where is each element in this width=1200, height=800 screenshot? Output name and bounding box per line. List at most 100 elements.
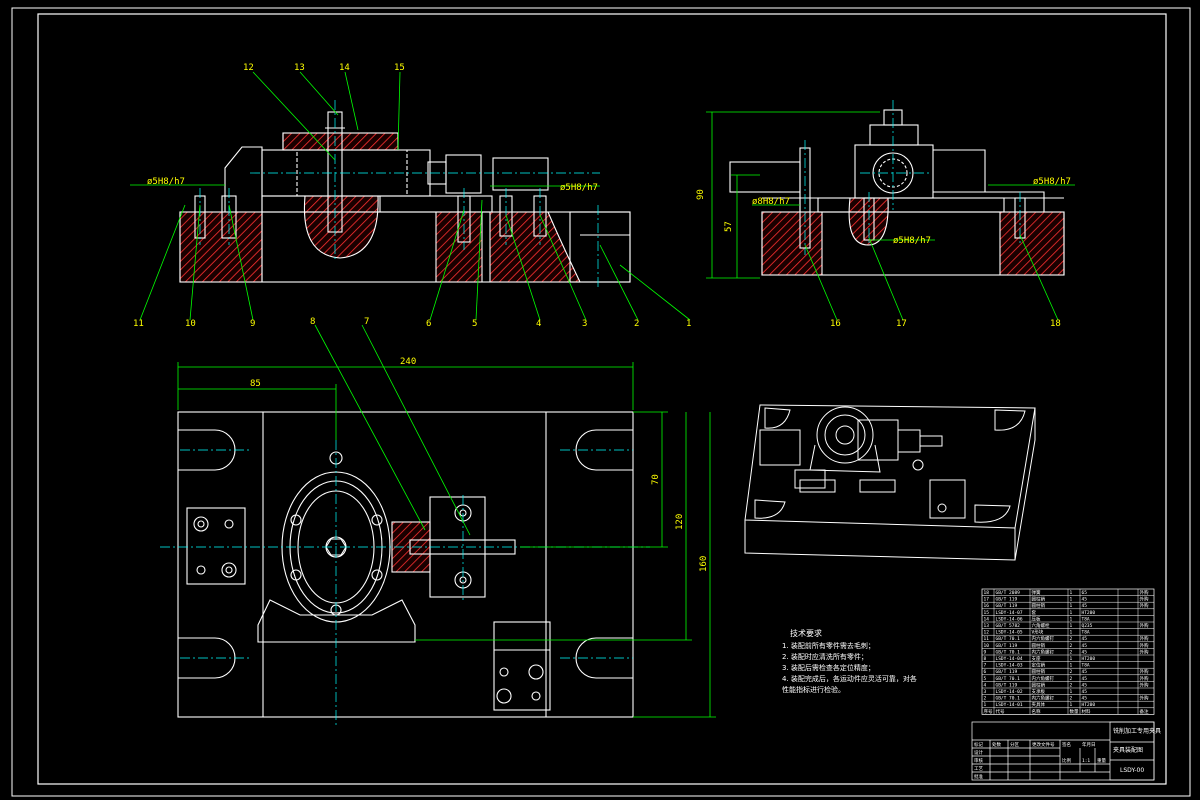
parts-table-cell: 2 [1070, 676, 1073, 682]
side-labels: 90 57 ø8H8/h7 ø5H8/h7 ø5H8/h7 16 17 18 [696, 177, 1071, 329]
part-label-7: 7 [364, 317, 369, 327]
tb-row-label-5: 年月日 [1082, 741, 1096, 748]
part-label-15: 15 [394, 63, 405, 73]
parts-table-cell: 17 [984, 597, 990, 603]
parts-table-cell: LSDY-14-02 [996, 689, 1023, 695]
tb-role-1: 审核 [974, 757, 983, 764]
parts-table-cell: GB/T 70.1 [996, 676, 1021, 682]
parts-table-cell: 5 [984, 676, 987, 682]
parts-table-cell: 外购 [1140, 589, 1149, 596]
parts-table-cell: 2 [1070, 682, 1073, 688]
parts-table-cell: 外购 [1140, 596, 1149, 603]
parts-table-cell: 3 [984, 689, 987, 695]
part-label-18: 18 [1050, 319, 1061, 329]
notes-line-5: 性能指标进行检验。 [782, 685, 845, 694]
part-label-2: 2 [634, 319, 639, 329]
plan-height-70: 70 [651, 474, 661, 485]
parts-table-cell: 外购 [1140, 648, 1149, 655]
parts-table-cell: GB/T 119 [996, 682, 1018, 688]
side-hatch-left [761, 211, 823, 276]
fit-label-right: ø5H8/h7 [560, 183, 598, 193]
notes-line-2: 2. 装配时应清洗所有零件； [782, 652, 868, 661]
parts-table-cell: 外购 [1140, 635, 1149, 642]
parts-table-cell: 圆柱销 [1032, 596, 1046, 603]
parts-table-cell: 圆柱销 [1032, 642, 1046, 649]
parts-table-cell: 7 [984, 663, 987, 669]
front-clamp-hatch [282, 132, 399, 151]
parts-table-cell: 圆柱销 [1032, 681, 1046, 688]
plan-width-240: 240 [400, 357, 416, 367]
parts-table-header-cell: 备注 [1140, 708, 1149, 715]
parts-table-cell: 45 [1082, 676, 1088, 682]
tb-row-label-3: 更改文件号 [1032, 741, 1055, 748]
parts-table-cell: 1 [1070, 689, 1073, 695]
outer-frame [11, 7, 1191, 797]
parts-table-cell: 1 [1070, 630, 1073, 636]
side-height-90: 90 [696, 189, 706, 200]
part-label-10: 10 [185, 319, 196, 329]
parts-table-cell: 夹具体 [1032, 701, 1046, 708]
part-label-12: 12 [243, 63, 254, 73]
parts-table-cell: 2 [1070, 696, 1073, 702]
front-base-hatch-mid2 [489, 211, 581, 283]
parts-table-cell: GB/T 119 [996, 669, 1018, 675]
tb-row-label-0: 标记 [974, 741, 983, 748]
parts-table-cell: 1 [1070, 702, 1073, 708]
side-dims [706, 111, 1075, 321]
front-leaders [130, 71, 691, 321]
tb-role-2: 工艺 [974, 766, 983, 772]
parts-table-cell: LSDY-14-05 [996, 630, 1023, 636]
parts-table-cell: LSDY-14-03 [996, 663, 1023, 669]
tb-row-label-4: 签名 [1062, 741, 1071, 748]
part-label-17: 17 [896, 319, 907, 329]
parts-table-cell: 2 [1070, 636, 1073, 642]
parts-table-cell: LSDY-14-06 [996, 616, 1023, 622]
parts-table-cell: 1 [1070, 616, 1073, 622]
parts-table-cell: 14 [984, 616, 990, 622]
parts-table-cell: 圆柱销 [1032, 602, 1046, 609]
parts-table-cell: 45 [1082, 643, 1088, 649]
notes-line-1: 1. 装配前所有零件需去毛刺； [782, 641, 875, 650]
parts-table-cell: GB/T 119 [996, 603, 1018, 609]
parts-table-cell: HT200 [1082, 610, 1096, 616]
parts-table-cell: 11 [984, 636, 990, 642]
parts-table-cell: GB/T 119 [996, 597, 1018, 603]
parts-table-cell: 外购 [1140, 642, 1149, 649]
parts-table-cell: 内六角螺钉 [1032, 648, 1055, 655]
parts-table-cell: LSDY-14-01 [996, 702, 1023, 708]
tb-scale-label: 比例 [1062, 757, 1071, 764]
parts-table-cell: T8A [1082, 630, 1090, 636]
parts-table-cell: 2 [984, 696, 987, 702]
tb-role-3: 批准 [974, 773, 983, 780]
parts-table-cell: GB/T 2089 [996, 590, 1021, 596]
front-base-hatch-left [179, 211, 263, 283]
side-centerlines [804, 100, 1021, 255]
parts-table-header-cell: 序号 [984, 708, 993, 715]
part-label-13: 13 [294, 63, 305, 73]
part-label-14: 14 [339, 63, 350, 73]
parts-table-cell: 套 [1032, 609, 1037, 616]
parts-table-cell: GB/T 70.1 [996, 636, 1021, 642]
part-label-6: 6 [426, 319, 431, 329]
drawing-title: 铣削加工专用夹具 [1113, 727, 1161, 735]
parts-table-cell: 外购 [1140, 681, 1149, 688]
parts-table-cell: 16 [984, 603, 990, 609]
parts-table-cell: HT200 [1082, 656, 1096, 662]
parts-table-cell: 六角螺栓 [1032, 622, 1050, 629]
plan-height-160: 160 [699, 556, 709, 572]
title-block-text: 铣削加工专用夹具 夹具装配图 LSDY-00 标记 处数 分区 更改文件号 签名… [974, 727, 1161, 780]
parts-table-cell: T8A [1082, 663, 1090, 669]
parts-table-cell: 定位销 [1032, 662, 1046, 669]
plan-dims [177, 324, 716, 718]
side-height-57: 57 [724, 221, 734, 232]
parts-table-header-cell: 材料 [1082, 708, 1091, 715]
notes-line-3: 3. 装配后需检查各定位精度； [782, 663, 875, 672]
parts-table-cell: 内六角螺钉 [1032, 695, 1055, 702]
plan-view [177, 411, 634, 718]
parts-table-cell: 2 [1070, 669, 1073, 675]
tb-role-0: 设计 [974, 749, 983, 756]
parts-table-cell: 15 [984, 610, 990, 616]
tb-row-label-1: 处数 [992, 741, 1001, 748]
parts-table-cell: GB/T 70.1 [996, 696, 1021, 702]
parts-table-cell: LSDY-14-04 [996, 656, 1023, 662]
